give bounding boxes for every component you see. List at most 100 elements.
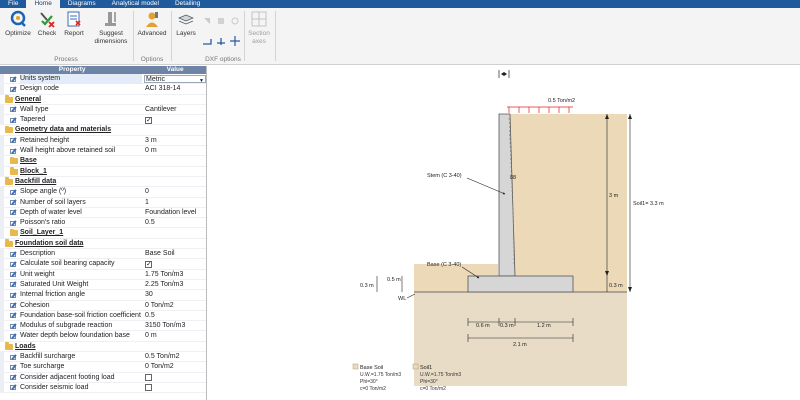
dxf-move-icon[interactable] — [230, 36, 240, 46]
dim-03m-right-label: 0.3 m — [609, 283, 623, 289]
drawing-canvas[interactable]: 0.5 Ton/m2 Stem (C 3-40) 88 Base (C 3-40… — [217, 66, 800, 400]
optimize-label: Optimize — [5, 30, 31, 37]
subsection-soil-layer[interactable]: Soil_Layer_1 — [0, 228, 206, 239]
edit-icon — [10, 385, 16, 391]
surcharge-label: 0.5 Ton/m2 — [548, 98, 575, 104]
calc-bearing-checkbox[interactable]: ✓ — [145, 260, 152, 268]
section-axes-icon — [250, 10, 268, 28]
section-loads[interactable]: Loads — [0, 342, 206, 353]
edit-icon — [10, 220, 16, 226]
dxf-tool-3-icon[interactable] — [230, 16, 240, 26]
row-units-system[interactable]: Units system Metric▼ — [0, 74, 206, 85]
optimize-button[interactable]: Optimize — [4, 10, 32, 38]
edit-icon — [10, 148, 16, 154]
edit-icon — [10, 323, 16, 329]
svg-text:Phi=30°: Phi=30° — [420, 379, 438, 385]
tab-file[interactable]: File — [8, 0, 19, 7]
svg-text:c=0 Ton/m2: c=0 Ton/m2 — [360, 386, 386, 392]
seismic-checkbox[interactable] — [145, 384, 152, 392]
svg-text:c=0 Ton/m2: c=0 Ton/m2 — [420, 386, 446, 392]
layers-button[interactable]: Layers — [174, 10, 198, 38]
advanced-button[interactable]: Advanced — [136, 10, 168, 38]
dxf-tool-5-icon[interactable] — [216, 36, 226, 46]
folder-icon — [10, 156, 18, 165]
stem-angle-label: 88 — [510, 175, 516, 181]
tab-analytical-model[interactable]: Analytical model — [111, 0, 159, 7]
row-friction-coef[interactable]: Foundation base-soil friction coefficien… — [0, 310, 206, 322]
row-slope-angle[interactable]: Slope angle (º)0 — [0, 187, 206, 198]
subsection-block[interactable]: Block_1 — [0, 166, 206, 177]
dim-21m-label: 2.1 m — [513, 342, 527, 348]
section-general[interactable]: General — [0, 95, 206, 105]
svg-text:Base Soil: Base Soil — [360, 365, 383, 371]
section-foundation[interactable]: Foundation soil data — [0, 239, 206, 250]
tapered-checkbox[interactable]: ✓ — [145, 116, 152, 124]
folder-icon — [5, 239, 13, 247]
report-label: Report — [64, 30, 84, 37]
edit-icon — [10, 333, 16, 339]
edit-icon — [10, 86, 16, 92]
folder-icon — [5, 125, 13, 134]
edit-icon — [10, 313, 16, 319]
edit-icon — [10, 107, 16, 113]
optimize-icon — [9, 10, 27, 28]
edit-icon — [10, 138, 16, 144]
report-button[interactable]: Report — [61, 10, 87, 38]
edit-icon — [10, 200, 16, 206]
group-label-dxf-options: DXF options — [205, 56, 241, 63]
legend-base-soil: Base Soil U.W.=1.75 Ton/m3 Phi=30° c=0 T… — [352, 363, 401, 392]
edit-icon — [10, 251, 16, 257]
ribbon-separator — [171, 11, 172, 61]
check-button[interactable]: Check — [35, 10, 59, 38]
units-system-select[interactable]: Metric▼ — [144, 75, 206, 84]
tab-diagrams[interactable]: Diagrams — [67, 0, 96, 7]
row-calc-bearing[interactable]: Calculate soil bearing capacity✓ — [0, 259, 206, 270]
row-adjacent-footing[interactable]: Consider adjacent footing load — [0, 372, 206, 383]
advanced-icon — [143, 10, 161, 28]
tab-detailing[interactable]: Detailing — [174, 0, 201, 7]
edit-icon — [10, 354, 16, 360]
section-backfill[interactable]: Backfill data — [0, 177, 206, 188]
folder-icon — [5, 95, 13, 103]
dxf-tool-4-icon[interactable] — [202, 36, 212, 46]
section-geometry[interactable]: Geometry data and materials — [0, 125, 206, 136]
dxf-tool-2-icon[interactable] — [216, 16, 226, 26]
edit-icon — [10, 282, 16, 288]
base-label: Base (C 3-40) — [427, 262, 461, 268]
group-label-options: Options — [140, 56, 164, 63]
dim-03m-left-label: 0.3 m — [360, 283, 374, 289]
ribbon-separator — [133, 11, 134, 61]
edit-icon — [10, 210, 16, 216]
edit-icon — [10, 272, 16, 278]
tab-home[interactable]: Home — [26, 0, 60, 8]
dim-12m-label: 1.2 m — [537, 323, 551, 329]
dim-3m-label: 3 m — [609, 193, 619, 199]
row-seismic[interactable]: Consider seismic load — [0, 382, 206, 394]
folder-icon — [10, 167, 18, 175]
wall-base-slab — [467, 275, 574, 293]
row-tapered[interactable]: Tapered✓ — [0, 115, 206, 126]
property-grid: Property Value Units system Metric▼ Desi… — [0, 66, 207, 400]
adjacent-footing-checkbox[interactable] — [145, 374, 152, 382]
subsection-base[interactable]: Base — [0, 156, 206, 167]
dxf-tool-1-icon[interactable] — [202, 16, 212, 26]
